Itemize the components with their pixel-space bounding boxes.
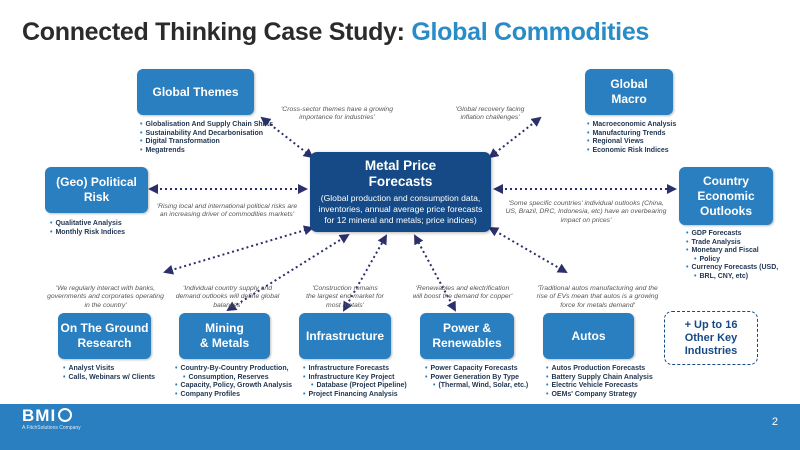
list-item: Monetary and Fiscal <box>686 247 778 256</box>
list-item: OEMs' Company Strategy <box>546 391 653 400</box>
node-geo-political-label: Risk <box>83 190 110 204</box>
title-main: Connected Thinking Case Study: <box>22 18 412 46</box>
arrow-power-renewables <box>414 234 456 312</box>
quote-ground: 'We regularly interact with banks,govern… <box>47 285 164 309</box>
list-item: Macroeconomic Analysis <box>587 121 676 130</box>
bmi-logo-icon <box>58 408 73 422</box>
bmi-logo: BMI A FitchSolutions Company <box>22 406 81 431</box>
autos-list: Autos Production Forecasts Battery Suppl… <box>546 365 653 400</box>
arrow-infrastructure <box>343 234 387 312</box>
node-country-outlooks-label: Economic <box>697 188 755 203</box>
list-item: Infrastructure Key Project <box>303 374 407 383</box>
mining-metals-list: Country-By-Country Production, Consumpti… <box>175 365 292 399</box>
list-item: Manufacturing Trends <box>587 130 676 139</box>
list-item: Battery Supply Chain Analysis <box>546 374 652 383</box>
node-mining-metals-label: & Metals <box>199 336 250 350</box>
list-item: Calls, Webinars w/ Clients <box>63 374 155 383</box>
node-country-outlooks-label: Outlooks <box>699 203 752 218</box>
node-power-renewables-label: Power & <box>442 321 491 335</box>
global-themes-list: Globalisation And Supply Chain Shifts Su… <box>140 121 273 155</box>
list-item: Megatrends <box>140 147 273 156</box>
bmi-logo-subtitle: A FitchSolutions Company <box>22 425 81 431</box>
list-item: Power Capacity Forecasts <box>425 365 528 374</box>
quote-autos: 'Traditional autos manufacturing and the… <box>536 285 659 309</box>
node-infrastructure: Infrastructure <box>299 313 391 359</box>
list-item: Project Financing Analysis <box>303 391 407 400</box>
list-item: Globalisation And Supply Chain Shifts <box>140 121 273 130</box>
center-title: Forecasts <box>368 174 433 189</box>
global-macro-list: Macroeconomic Analysis Manufacturing Tre… <box>587 121 676 155</box>
arrow-global-macro <box>488 116 542 159</box>
list-item: Regional Views <box>587 138 676 147</box>
list-item: Electric Vehicle Forecasts <box>546 382 653 391</box>
quote-political: 'Rising local and international politica… <box>156 203 298 219</box>
node-power-renewables-label: Renewables <box>432 336 502 350</box>
node-on-the-ground-label: Research <box>77 336 132 350</box>
list-item: BRL, CNY, etc) <box>686 273 778 282</box>
list-item: Digital Transformation <box>140 138 273 147</box>
list-item: Analyst Visits <box>63 365 155 374</box>
node-power-renewables: Power &Renewables <box>420 313 514 359</box>
list-item: Qualitative Analysis <box>50 220 125 229</box>
center-subtitle: (Global production and consumption data,… <box>318 193 483 225</box>
node-global-macro-label: Global <box>610 77 648 91</box>
node-global-macro-label: Macro <box>611 92 647 106</box>
geo-political-list: Qualitative Analysis Monthly Risk Indice… <box>50 220 125 237</box>
center-title: Metal Price <box>364 158 437 173</box>
list-item: Economic Risk Indices <box>587 147 676 156</box>
page-number: 2 <box>771 416 778 428</box>
list-item: Policy <box>686 256 778 265</box>
arrow-on-the-ground <box>163 225 314 275</box>
page-title: Connected Thinking Case Study: Global Co… <box>22 18 649 47</box>
list-item: Database (Project Pipeline) <box>303 382 406 391</box>
list-item: Autos Production Forecasts <box>546 365 653 374</box>
list-item: GDP Forecasts <box>686 230 778 239</box>
list-item: Sustainability And Decarbonisation <box>140 130 273 139</box>
node-on-the-ground-label: On The Ground <box>60 321 149 335</box>
other-industries-text: + Up to 16 <box>684 318 738 331</box>
title-accent: Global Commodities <box>411 18 650 46</box>
node-geo-political-label: (Geo) Political <box>56 175 137 189</box>
arrow-mining-metals <box>226 233 350 312</box>
list-item: Trade Analysis <box>686 239 778 248</box>
list-item: Infrastructure Forecasts <box>303 365 407 374</box>
quote-country: 'Some specific countries' individual out… <box>505 200 667 224</box>
node-mining-metals-label: Mining <box>205 321 244 335</box>
country-outlooks-list: GDP Forecasts Trade Analysis Monetary an… <box>686 230 778 282</box>
other-industries-text: Industries <box>684 344 738 357</box>
list-item: Company Profiles <box>175 391 292 400</box>
node-country-outlooks-label: Country <box>702 173 749 188</box>
infrastructure-list: Infrastructure Forecasts Infrastructure … <box>303 365 407 400</box>
power-renewables-list: Power Capacity Forecasts Power Generatio… <box>425 365 528 391</box>
node-global-themes-label: Global Themes <box>152 84 239 99</box>
node-autos-label: Autos <box>571 328 606 343</box>
list-item: Power Generation By Type <box>425 374 528 383</box>
node-autos: Autos <box>543 313 634 359</box>
bmi-logo-text: BMI <box>22 406 57 425</box>
other-industries-text: Other Key <box>684 331 738 344</box>
list-item: Consumption, Reserves <box>175 374 292 383</box>
arrow-autos <box>488 226 568 274</box>
on-the-ground-list: Analyst Visits Calls, Webinars w/ Client… <box>63 365 155 382</box>
node-global-themes: Global Themes <box>137 69 254 115</box>
list-item: Capacity, Policy, Growth Analysis <box>175 382 292 391</box>
list-item: (Thermal, Wind, Solar, etc.) <box>425 382 528 391</box>
list-item: Currency Forecasts (USD, <box>686 264 778 273</box>
node-infrastructure-label: Infrastructure <box>305 328 385 343</box>
node-mining-metals: Mining& Metals <box>179 313 270 359</box>
list-item: Country-By-Country Production, <box>175 365 292 374</box>
footer-bar <box>0 404 800 450</box>
list-item: Monthly Risk Indices <box>50 229 125 238</box>
